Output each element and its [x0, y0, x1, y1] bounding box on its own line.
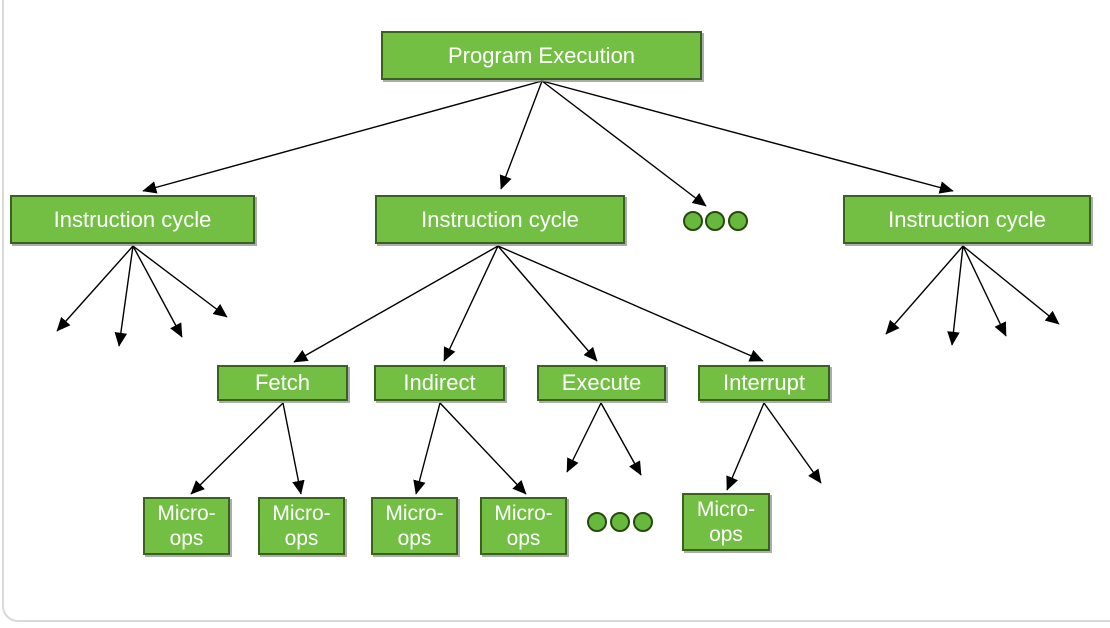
- node-label: Program Execution: [447, 42, 636, 68]
- node-indirect: Indirect: [374, 365, 505, 401]
- node-label-line1: Micro-: [494, 502, 553, 525]
- node-label-line1: Micro-: [157, 502, 216, 525]
- node-micro-ops-2: Micro- ops: [258, 497, 345, 555]
- node-micro-ops-5: Micro- ops: [682, 493, 770, 551]
- node-label-line1: Micro-: [696, 498, 756, 521]
- ellipsis-dot: [705, 211, 725, 231]
- node-label-line1: Micro-: [385, 502, 444, 525]
- node-label-line2: ops: [397, 527, 432, 550]
- ellipsis-dot: [587, 512, 607, 532]
- node-instruction-cycle-3: Instruction cycle: [843, 195, 1091, 244]
- node-label-line2: ops: [284, 527, 319, 550]
- node-label: Instruction cycle: [888, 206, 1046, 232]
- node-label: Execute: [561, 370, 642, 395]
- node-label-line2: ops: [709, 523, 743, 546]
- node-label: Indirect: [403, 370, 476, 395]
- node-label-line2: ops: [169, 527, 204, 550]
- node-micro-ops-3: Micro- ops: [371, 497, 458, 555]
- ellipsis-dot: [728, 211, 748, 231]
- node-label: Fetch: [254, 370, 311, 395]
- node-instruction-cycle-1: Instruction cycle: [10, 195, 255, 244]
- node-execute: Execute: [537, 365, 666, 401]
- node-instruction-cycle-2: Instruction cycle: [375, 195, 625, 244]
- node-micro-ops-1: Micro- ops: [143, 497, 230, 555]
- node-label-line1: Micro-: [272, 502, 331, 525]
- ellipsis-dot: [633, 512, 653, 532]
- ellipsis-dot: [610, 512, 630, 532]
- node-micro-ops-4: Micro- ops: [480, 497, 567, 555]
- node-fetch: Fetch: [217, 365, 348, 401]
- node-interrupt: Interrupt: [698, 365, 830, 401]
- node-label: Instruction cycle: [421, 206, 579, 232]
- node-label: Interrupt: [723, 370, 805, 395]
- ellipsis-dot: [683, 211, 703, 231]
- node-label-line2: ops: [506, 527, 541, 550]
- node-program-execution: Program Execution: [381, 31, 702, 80]
- node-label: Instruction cycle: [53, 206, 212, 232]
